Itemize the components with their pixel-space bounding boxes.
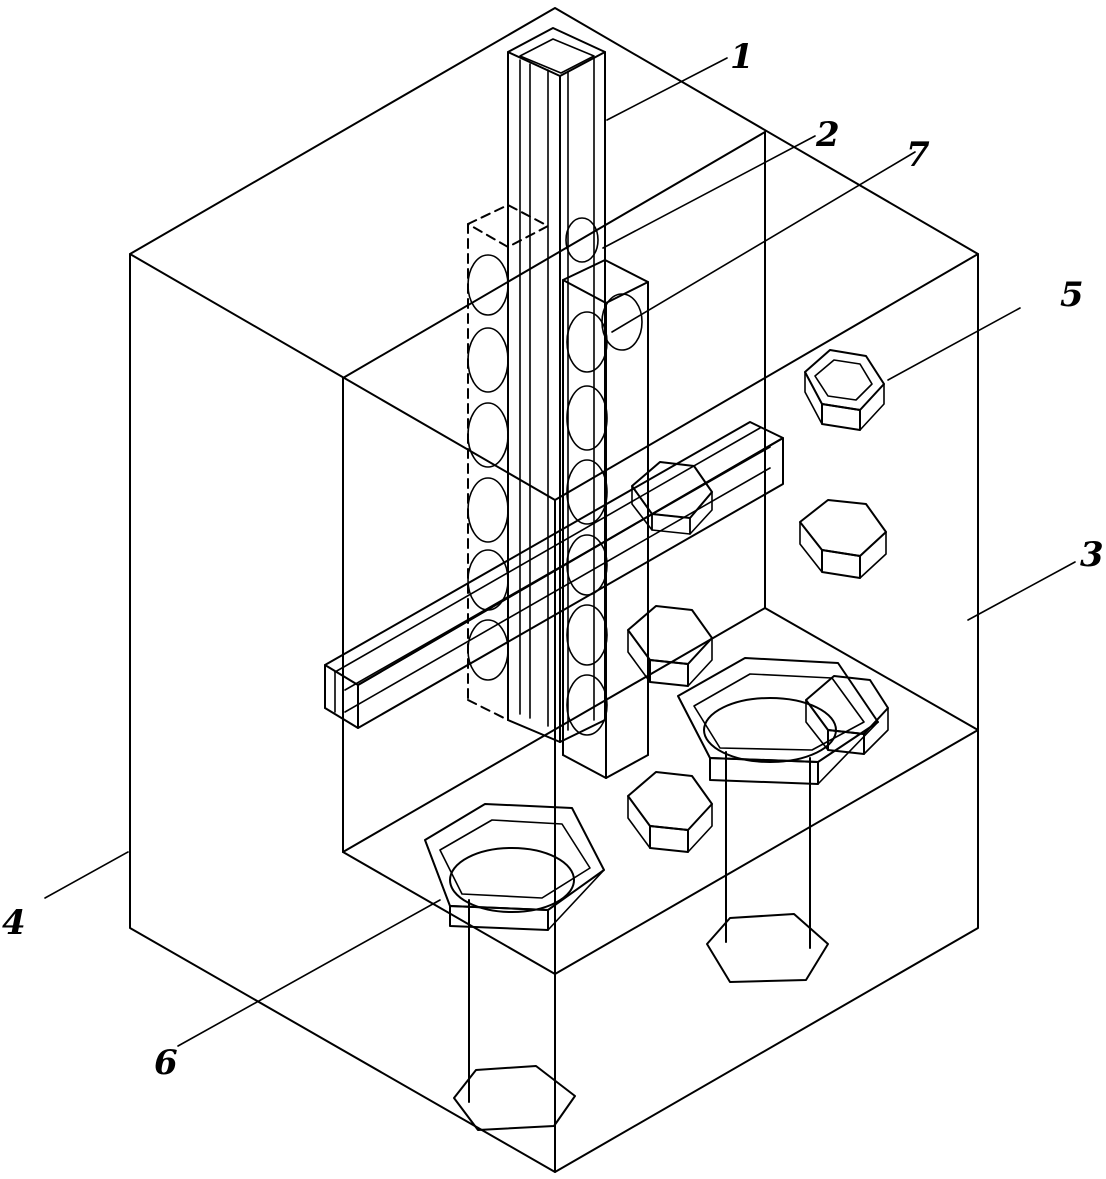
leader-lines (44, 57, 1076, 1047)
callout-6: 6 (154, 1043, 178, 1083)
callout-1: 1 (730, 37, 754, 77)
callout-7: 7 (906, 135, 930, 175)
callout-3: 3 (1080, 535, 1104, 575)
callout-2: 2 (815, 115, 840, 155)
callout-5: 5 (1060, 275, 1084, 315)
cutaway-notch (342, 131, 979, 975)
countersunk-holes (424, 657, 879, 1131)
vertical-tube (507, 27, 606, 743)
hex-nuts (627, 349, 889, 853)
callout-labels: 1 2 7 5 3 4 6 (2, 37, 1104, 1083)
front-bolt-column (562, 217, 649, 779)
callout-4: 4 (2, 903, 26, 943)
